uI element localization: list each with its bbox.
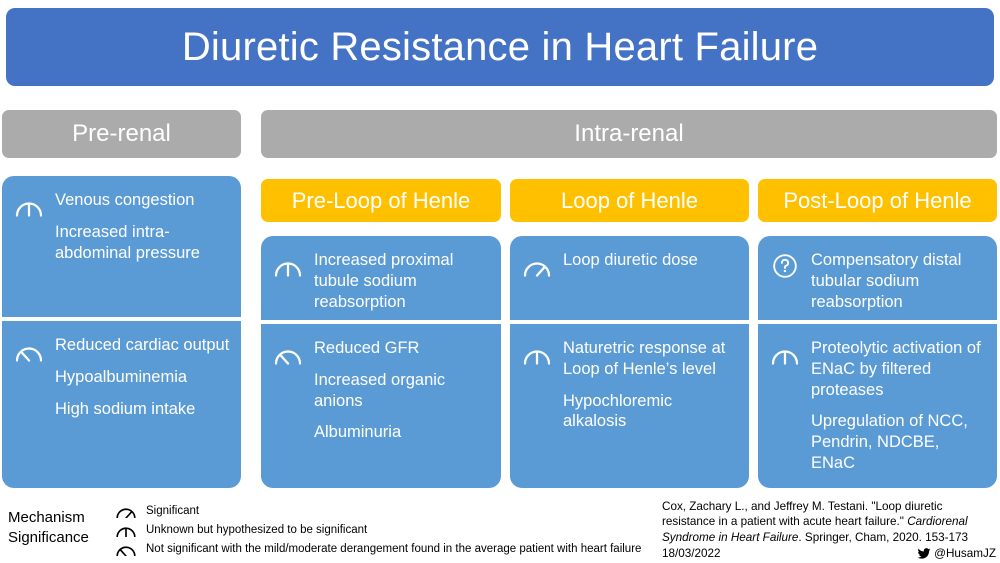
legend-text-not-significant: Not significant with the mild/moderate d… (146, 542, 642, 555)
card-loop-of-henle: Loop diuretic dose Naturetric response a… (510, 236, 749, 488)
citation-date: 18/03/2022 (662, 546, 721, 560)
cell-post-loop-bottom-lines: Proteolytic activation of ENaC by filter… (811, 338, 987, 474)
subheader-label-loop: Loop of Henle (561, 187, 698, 213)
cell-line: Increased intra-abdominal pressure (55, 222, 200, 262)
gauge-unknown-icon (271, 253, 305, 279)
legend-title: Mechanism Significance (8, 508, 104, 548)
gauge-not-significant-icon (271, 341, 305, 367)
legend-text-significant: Significant (146, 504, 200, 517)
citation: Cox, Zachary L., and Jeffrey M. Testani.… (662, 499, 996, 561)
cell-post-loop-bottom: Proteolytic activation of ENaC by filter… (758, 324, 997, 488)
card-post-loop-of-henle: Compensatory distal tubular sodium reabs… (758, 236, 997, 488)
category-bar-intra-renal: Intra-renal (261, 110, 997, 158)
cell-line: Reduced cardiac output (55, 336, 230, 354)
subheader-label-post-loop: Post-Loop of Henle (783, 187, 972, 213)
gauge-unknown-icon (112, 521, 140, 539)
gauge-unknown-icon (12, 193, 46, 219)
cell-line: Loop diuretic dose (563, 251, 698, 269)
cell-line: Increased organic anions (314, 370, 446, 410)
citation-body: Cox, Zachary L., and Jeffrey M. Testani.… (662, 499, 996, 545)
cell-line: Albuminuria (314, 423, 402, 442)
twitter-handle-text: @HusamJZ (934, 546, 996, 560)
gauge-not-significant-icon (12, 338, 46, 364)
citation-part2: . Springer, Cham, 2020. 153-173 (798, 530, 968, 544)
gauge-unknown-icon (520, 341, 554, 367)
twitter-handle[interactable]: @HusamJZ (917, 546, 996, 561)
cell-line: Venous congestion (55, 191, 195, 209)
twitter-bird-icon (917, 547, 934, 561)
cell-post-loop-top-lines: Compensatory distal tubular sodium reabs… (811, 250, 987, 312)
card-pre-loop-of-henle: Increased proximal tubule sodium reabsor… (261, 236, 501, 488)
citation-footer: 18/03/2022 @HusamJZ (662, 546, 996, 561)
cell-line: Compensatory distal tubular sodium reabs… (811, 251, 962, 311)
category-bar-pre-renal: Pre-renal (2, 110, 241, 158)
citation-part1: Cox, Zachary L., and Jeffrey M. Testani.… (662, 500, 943, 529)
gauge-unknown-icon (768, 341, 802, 367)
cell-line: Hypochloremic alkalosis (563, 391, 673, 431)
cell-line: Hypoalbuminemia (55, 367, 188, 386)
cell-line: High sodium intake (55, 399, 196, 418)
legend-text-unknown: Unknown but hypothesized to be significa… (146, 523, 368, 536)
cell-loop-top-lines: Loop diuretic dose (563, 250, 739, 271)
subheader-loop-of-henle: Loop of Henle (510, 179, 749, 222)
cell-pre-loop-top-lines: Increased proximal tubule sodium reabsor… (314, 250, 491, 312)
gauge-not-significant-icon (112, 540, 140, 558)
legend-row-not-significant: Not significant with the mild/moderate d… (112, 539, 641, 558)
legend-row-significant: Significant (112, 501, 641, 520)
cell-loop-bottom-lines: Naturetric response at Loop of Henle’s l… (563, 338, 739, 432)
cell-line: Upregulation of NCC, Pendrin, NDCBE, ENa… (811, 412, 968, 472)
legend-rows: Significant Unknown but hypothesized to … (112, 501, 641, 558)
cell-line: Increased proximal tubule sodium reabsor… (314, 251, 454, 311)
legend-title-line2: Significance (8, 528, 89, 546)
cell-loop-bottom: Naturetric response at Loop of Henle’s l… (510, 324, 749, 488)
cell-line: Reduced GFR (314, 339, 420, 357)
cell-loop-top: Loop diuretic dose (510, 236, 749, 324)
cell-line: Proteolytic activation of ENaC by filter… (811, 339, 981, 399)
cell-line: Naturetric response at Loop of Henle’s l… (563, 339, 726, 378)
subheader-pre-loop-of-henle: Pre-Loop of Henle (261, 179, 501, 222)
gauge-significant-icon (520, 253, 554, 279)
citation-journal: Cardiorenal Syndrome in Heart Failure (662, 515, 968, 544)
legend: Mechanism Significance Significant Unkno… (8, 501, 658, 559)
subheader-label-pre-loop: Pre-Loop of Henle (291, 187, 471, 213)
subheader-post-loop-of-henle: Post-Loop of Henle (758, 179, 997, 222)
page-title: Diuretic Resistance in Heart Failure (181, 25, 819, 69)
cell-post-loop-top: Compensatory distal tubular sodium reabs… (758, 236, 997, 324)
category-label-intra-renal: Intra-renal (574, 120, 684, 147)
legend-row-unknown: Unknown but hypothesized to be significa… (112, 520, 641, 539)
cell-pre-loop-top: Increased proximal tubule sodium reabsor… (261, 236, 501, 324)
page-title-bar: Diuretic Resistance in Heart Failure (6, 8, 994, 86)
gauge-significant-icon (112, 502, 140, 520)
legend-title-line1: Mechanism (8, 509, 85, 526)
question-mark-icon (768, 253, 802, 279)
category-label-pre-renal: Pre-renal (72, 120, 171, 147)
